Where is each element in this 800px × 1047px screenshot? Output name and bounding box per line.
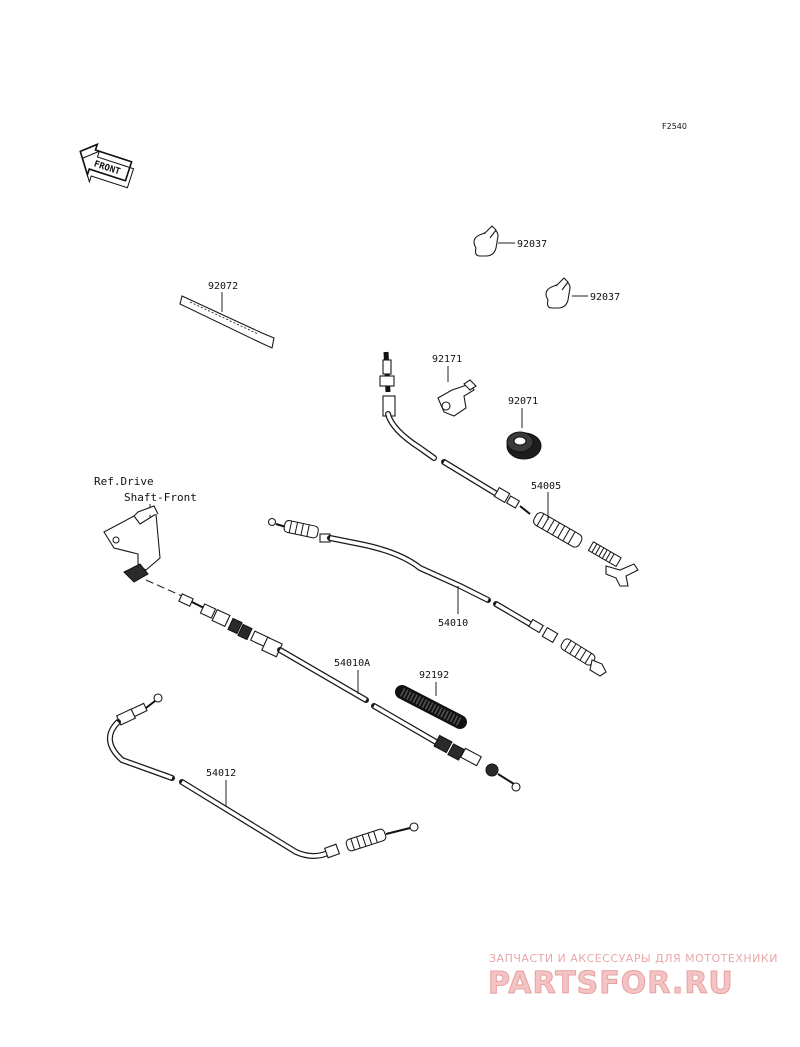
holder-92171 [437,379,477,417]
label-92171: 92171 [432,354,462,365]
label-54005: 54005 [531,481,561,492]
protector-tube-92192 [395,685,467,729]
ref-drive-line1: Ref.Drive [94,475,154,488]
ref-drive-line2: Shaft-Front [124,491,197,504]
clamp-92037-lower [545,277,588,309]
front-arrow-icon: FRONT [79,142,135,189]
figure-code: F2540 [662,122,687,131]
label-54010: 54010 [438,618,468,629]
label-92037-lower: 92037 [590,292,620,303]
label-92072: 92072 [208,281,238,292]
cable-54005 [379,351,639,587]
label-54010A: 54010A [334,658,370,669]
label-92037-upper: 92037 [517,239,547,250]
watermark-brand: PARTSFOR.RU [488,966,734,1001]
label-92071: 92071 [508,396,538,407]
cable-tie-92072 [179,295,275,349]
cable-54010A [178,593,521,792]
cable-54012 [107,693,419,859]
label-54012: 54012 [206,768,236,779]
watermark-tagline: ЗАПЧАСТИ И АКСЕССУАРЫ ДЛЯ МОТОТЕХНИКИ [489,952,778,965]
clamp-92037-upper [473,225,515,257]
grommet-92071 [506,431,542,460]
cable-54010 [267,517,607,677]
drive-shaft-bracket [103,505,161,583]
label-92192: 92192 [419,670,449,681]
